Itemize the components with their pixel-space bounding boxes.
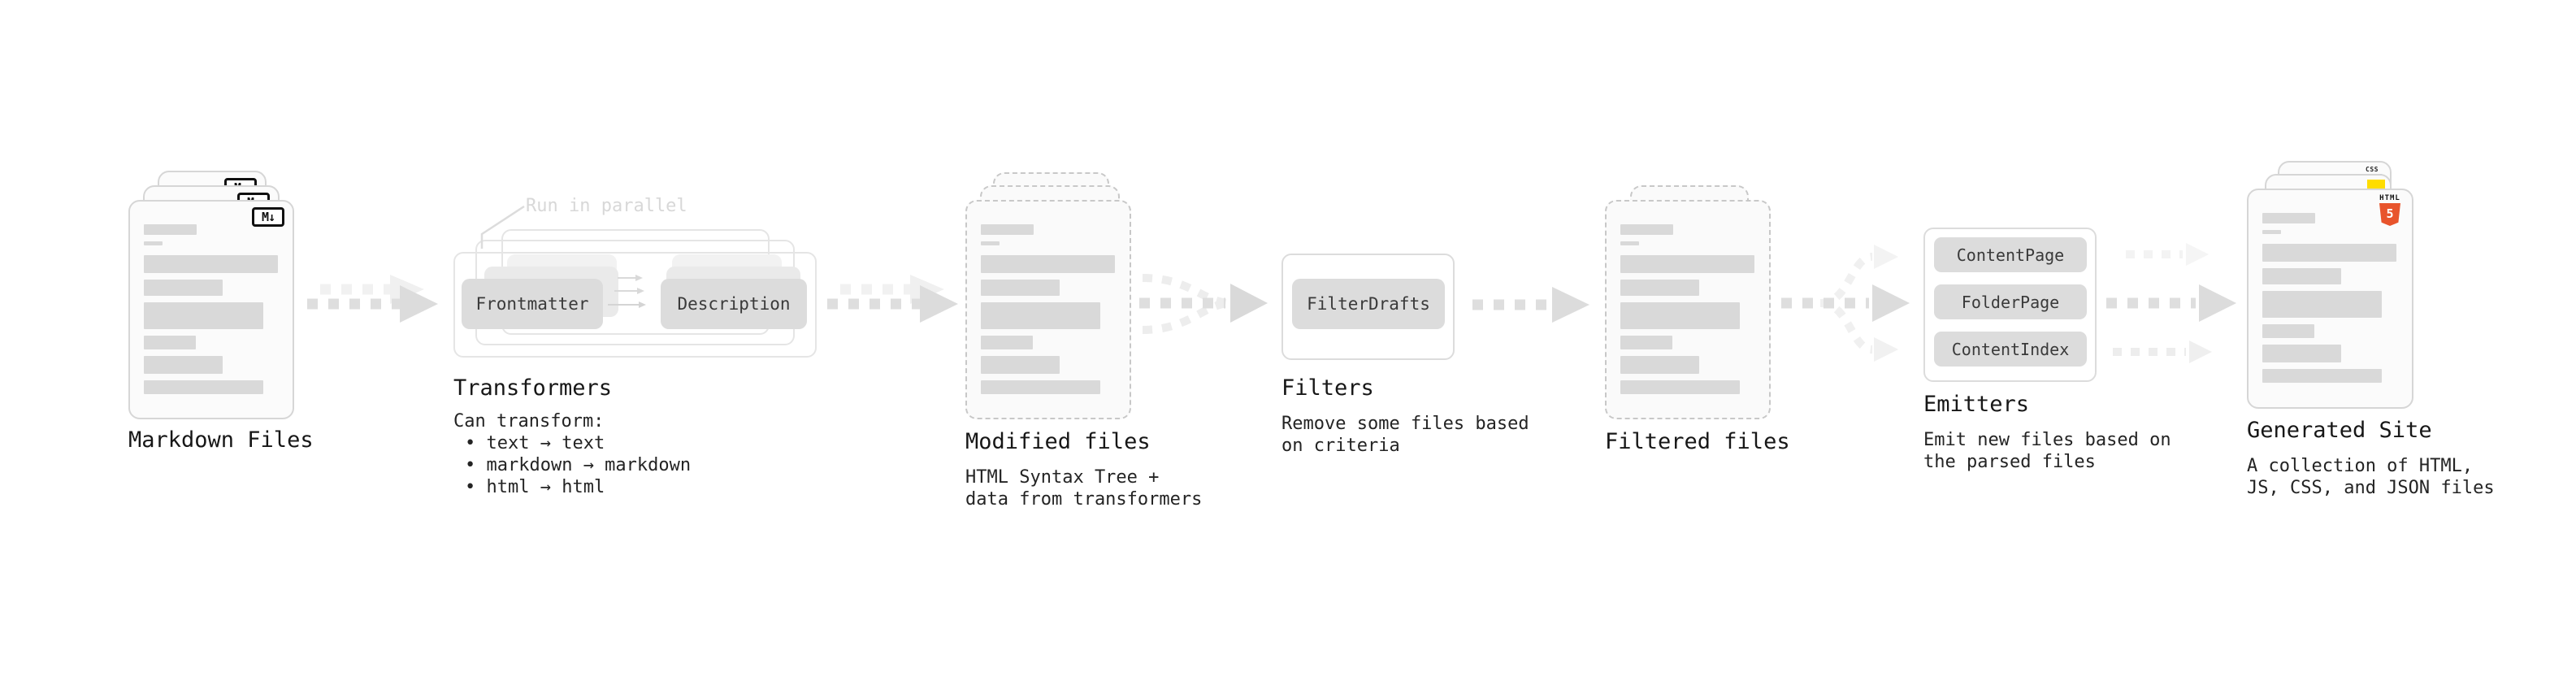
- text-line-placeholder: [981, 380, 1100, 394]
- document-text-placeholder: [981, 224, 1116, 394]
- html5-logo-shield: 5: [2379, 203, 2400, 226]
- desc-line: Remove some files based: [1281, 414, 1529, 434]
- description-chip: Description: [661, 279, 807, 329]
- document-text-placeholder: [144, 224, 279, 394]
- flow-arrow-transformers-to-modified: [827, 275, 958, 323]
- transform-mini-arrows: [608, 275, 646, 308]
- text-line-placeholder: [981, 241, 1000, 245]
- filtered-page-front: [1605, 200, 1771, 419]
- desc-line: on criteria: [1281, 436, 1400, 456]
- transformers-description: Can transform: • text → text • markdown …: [453, 410, 691, 498]
- text-line-placeholder: [981, 356, 1060, 374]
- text-line-placeholder: [1620, 241, 1639, 245]
- desc-bullet: • markdown → markdown: [465, 455, 692, 475]
- modified-page-front: [965, 200, 1131, 419]
- text-line-placeholder: [2262, 291, 2382, 318]
- text-line-placeholder: [1620, 380, 1740, 394]
- stage-title-filters: Filters: [1281, 375, 1374, 401]
- text-line-placeholder: [981, 336, 1033, 349]
- markdown-page-front: M↓: [128, 200, 294, 419]
- text-line-placeholder: [2262, 213, 2315, 223]
- run-in-parallel-note: Run in parallel: [526, 196, 687, 216]
- filterdrafts-chip: FilterDrafts: [1292, 279, 1445, 329]
- flow-arrow-filters-to-filtered: [1472, 287, 1589, 323]
- callout-line: [480, 205, 525, 249]
- text-line-placeholder: [1620, 356, 1699, 374]
- document-text-placeholder: [2262, 213, 2398, 383]
- text-line-placeholder: [1620, 336, 1672, 349]
- text-line-placeholder: [2262, 369, 2382, 383]
- text-line-placeholder: [1620, 280, 1699, 296]
- frontmatter-chip: Frontmatter: [462, 279, 603, 329]
- desc-line: A collection of HTML,: [2247, 456, 2474, 476]
- text-line-placeholder: [144, 224, 197, 235]
- contentpage-chip: ContentPage: [1934, 237, 2087, 272]
- text-line-placeholder: [2262, 268, 2341, 284]
- desc-bullet: • html → html: [465, 477, 605, 497]
- stage-title-filtered-files: Filtered files: [1605, 429, 1790, 454]
- modified-description: HTML Syntax Tree + data from transformer…: [965, 466, 1202, 510]
- desc-line: the parsed files: [1923, 452, 2096, 472]
- text-line-placeholder: [981, 224, 1034, 235]
- stage-title-modified-files: Modified files: [965, 429, 1151, 454]
- text-line-placeholder: [144, 356, 223, 374]
- text-line-placeholder: [144, 336, 196, 349]
- stage-title-markdown-files: Markdown Files: [128, 427, 314, 453]
- desc-line: JS, CSS, and JSON files: [2247, 478, 2495, 498]
- desc-line: Can transform:: [453, 411, 605, 432]
- js-logo-icon: [2367, 180, 2385, 189]
- text-line-placeholder: [144, 380, 263, 394]
- desc-bullet: • text → text: [465, 433, 605, 453]
- text-line-placeholder: [144, 255, 278, 273]
- html5-logo-text: HTML: [2379, 194, 2400, 202]
- desc-line: Emit new files based on: [1923, 430, 2171, 450]
- document-text-placeholder: [1620, 224, 1755, 394]
- stage-title-emitters: Emitters: [1923, 392, 2030, 417]
- folderpage-chip: FolderPage: [1934, 284, 2087, 319]
- generated-page-html: HTML 5: [2247, 189, 2413, 409]
- text-line-placeholder: [1620, 224, 1673, 235]
- text-line-placeholder: [981, 302, 1100, 329]
- desc-line: HTML Syntax Tree +: [965, 467, 1160, 488]
- css-logo-text: CSS: [2366, 166, 2379, 173]
- text-line-placeholder: [2262, 230, 2281, 234]
- markdown-logo-icon: M↓: [252, 207, 284, 227]
- text-line-placeholder: [144, 280, 223, 296]
- flow-arrows-emitters-to-generated: [2106, 243, 2236, 363]
- text-line-placeholder: [2262, 244, 2396, 262]
- text-line-placeholder: [981, 280, 1060, 296]
- stage-title-generated-site: Generated Site: [2247, 418, 2432, 443]
- text-line-placeholder: [981, 255, 1115, 273]
- generated-description: A collection of HTML, JS, CSS, and JSON …: [2247, 455, 2495, 499]
- text-line-placeholder: [2262, 324, 2314, 338]
- text-line-placeholder: [144, 302, 263, 329]
- flow-arrow-markdown-to-transformers: [307, 275, 438, 323]
- html5-logo-icon: HTML 5: [2378, 194, 2402, 226]
- emitters-description: Emit new files based on the parsed files: [1923, 429, 2171, 473]
- text-line-placeholder: [1620, 255, 1754, 273]
- transformer-layer-front: [453, 252, 817, 358]
- contentindex-chip: ContentIndex: [1934, 332, 2087, 367]
- stage-title-transformers: Transformers: [453, 375, 613, 401]
- desc-line: data from transformers: [965, 489, 1203, 510]
- text-line-placeholder: [144, 241, 163, 245]
- flow-arrow-modified-to-filters: [1139, 274, 1268, 334]
- filters-description: Remove some files based on criteria: [1281, 413, 1529, 457]
- flow-arrow-filtered-to-emitters: [1781, 245, 1910, 362]
- text-line-placeholder: [1620, 302, 1740, 329]
- text-line-placeholder: [2262, 345, 2341, 362]
